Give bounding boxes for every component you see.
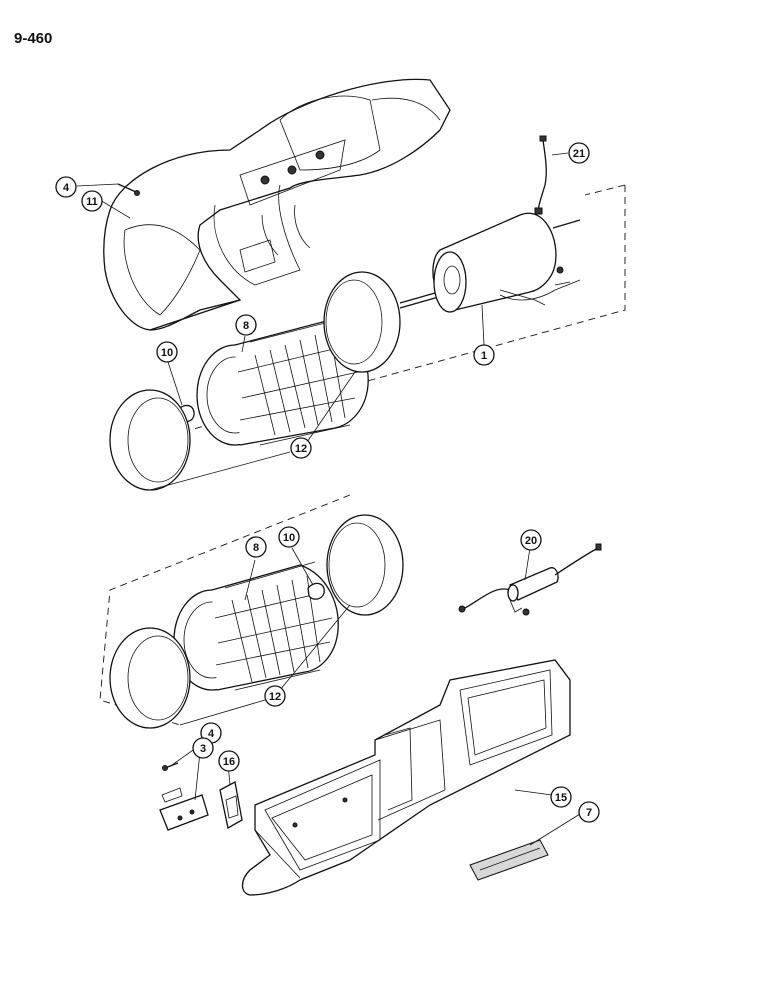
screw-bottom [162,762,179,771]
svg-text:10: 10 [161,347,173,359]
blower-housing-upper [103,78,451,331]
inlet-ring-upper-left [109,389,191,491]
wire-harness-21 [534,135,547,215]
callout-15: 15 [550,786,572,808]
callout-16: 16 [218,750,240,772]
svg-text:3: 3 [200,743,206,755]
filter-element [469,839,549,881]
callout-3: 3 [192,737,214,759]
callout-10-bottom: 10 [278,526,300,548]
svg-text:1: 1 [481,350,487,362]
callout-8-bottom: 8 [245,536,267,558]
svg-text:16: 16 [223,756,235,768]
svg-text:8: 8 [253,542,259,554]
svg-text:20: 20 [525,535,537,547]
callout-12-top: 12 [290,437,312,459]
switch-plate-3 [159,787,209,831]
svg-text:10: 10 [283,532,295,544]
svg-text:8: 8 [243,320,249,332]
callout-4-top: 4 [55,176,77,198]
blower-case-lower [241,659,571,896]
svg-text:4: 4 [208,728,215,740]
inlet-ring-lower-left [109,627,191,729]
callout-8-top: 8 [235,314,257,336]
callout-11: 11 [81,190,103,212]
callout-10-top: 10 [156,341,178,363]
callout-7: 7 [578,801,600,823]
retaining-clip-lower [307,582,325,600]
svg-text:11: 11 [86,196,98,208]
svg-text:4: 4 [63,182,70,194]
svg-text:7: 7 [586,807,592,819]
screw-top [117,183,140,196]
bracket-16 [219,781,243,830]
callout-21: 21 [568,142,590,164]
callout-20: 20 [520,529,542,551]
callout-1: 1 [473,344,495,366]
callout-12-bottom: 12 [264,685,286,707]
page-number: 9-460 [14,30,53,47]
svg-text:12: 12 [295,443,307,455]
svg-text:12: 12 [269,691,281,703]
blower-wheel-lower [173,561,339,691]
leader-lines-bottom [171,547,581,846]
svg-text:15: 15 [555,792,567,804]
inlet-ring-upper-right [323,271,401,373]
inlet-ring-lower-right [326,514,404,616]
blower-motor [399,212,581,313]
resistor-assembly-20 [458,543,602,616]
svg-text:21: 21 [573,148,585,160]
leader-lines-top [76,152,569,491]
